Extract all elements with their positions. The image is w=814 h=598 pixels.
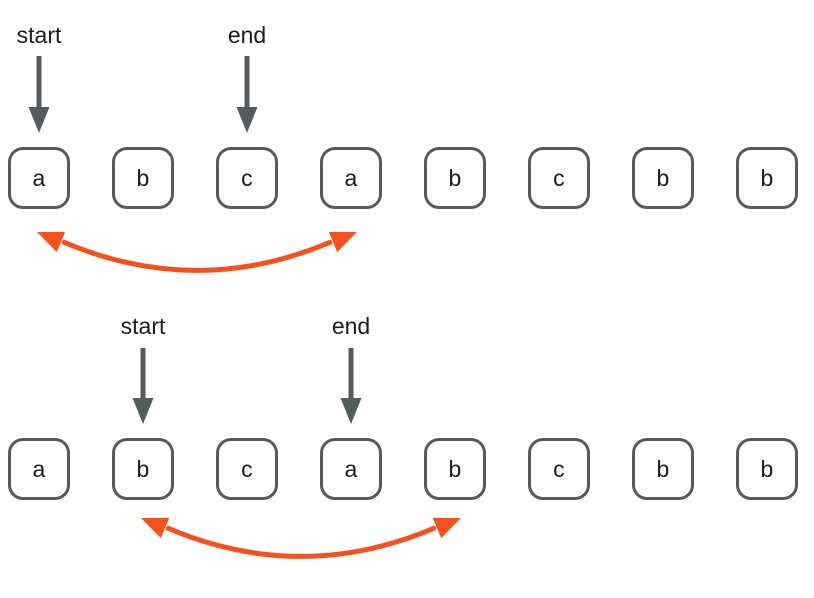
cell-label: a xyxy=(32,455,46,482)
cell-label: b xyxy=(656,164,670,191)
cell-label: b xyxy=(136,164,150,191)
cell-2-3: a xyxy=(320,438,382,500)
cell-1-4: b xyxy=(424,147,486,209)
pointer-arrow-end-icon xyxy=(340,348,362,424)
cell-1-2: c xyxy=(216,147,278,209)
cell-2-2: c xyxy=(216,438,278,500)
cell-label: b xyxy=(136,455,150,482)
cell-label: a xyxy=(32,164,46,191)
span-arrowhead-right-icon xyxy=(328,231,357,253)
window-span-2-icon xyxy=(111,488,491,598)
pointer-arrow-end-icon xyxy=(236,56,258,133)
diagram-canvas: start end a b c a b c b b start end a b c a b c b b xyxy=(7,22,798,559)
cell-label: a xyxy=(344,455,358,482)
span-arrowhead-right-icon xyxy=(432,517,461,539)
cell-1-5: c xyxy=(528,147,590,209)
cell-label: b xyxy=(448,455,462,482)
cell-2-4: b xyxy=(424,438,486,500)
cell-label: a xyxy=(344,164,358,191)
span-arrowhead-left-icon xyxy=(37,231,66,253)
cell-label: c xyxy=(241,164,253,191)
cell-2-1: b xyxy=(112,438,174,500)
pointer-arrow-start-icon xyxy=(132,348,154,424)
pointer-arrow-start-icon xyxy=(28,56,50,133)
cell-label: b xyxy=(760,455,774,482)
cell-2-5: c xyxy=(528,438,590,500)
cell-1-1: b xyxy=(112,147,174,209)
cell-label: b xyxy=(448,164,462,191)
pointer-label-end: end xyxy=(227,22,267,48)
cell-2-0: a xyxy=(8,438,70,500)
cell-label: c xyxy=(553,164,565,191)
cell-2-6: b xyxy=(632,438,694,500)
cell-1-0: a xyxy=(8,147,70,209)
cell-label: c xyxy=(553,455,565,482)
cell-2-7: b xyxy=(736,438,798,500)
cell-1-6: b xyxy=(632,147,694,209)
window-span-1-icon xyxy=(7,202,387,312)
pointer-label-start: start xyxy=(16,22,62,48)
cell-label: b xyxy=(656,455,670,482)
cell-label: b xyxy=(760,164,774,191)
span-arrowhead-left-icon xyxy=(141,517,170,539)
cell-label: c xyxy=(241,455,253,482)
cell-1-7: b xyxy=(736,147,798,209)
pointer-label-start: start xyxy=(120,313,166,339)
pointer-label-end: end xyxy=(331,313,371,339)
cell-1-3: a xyxy=(320,147,382,209)
